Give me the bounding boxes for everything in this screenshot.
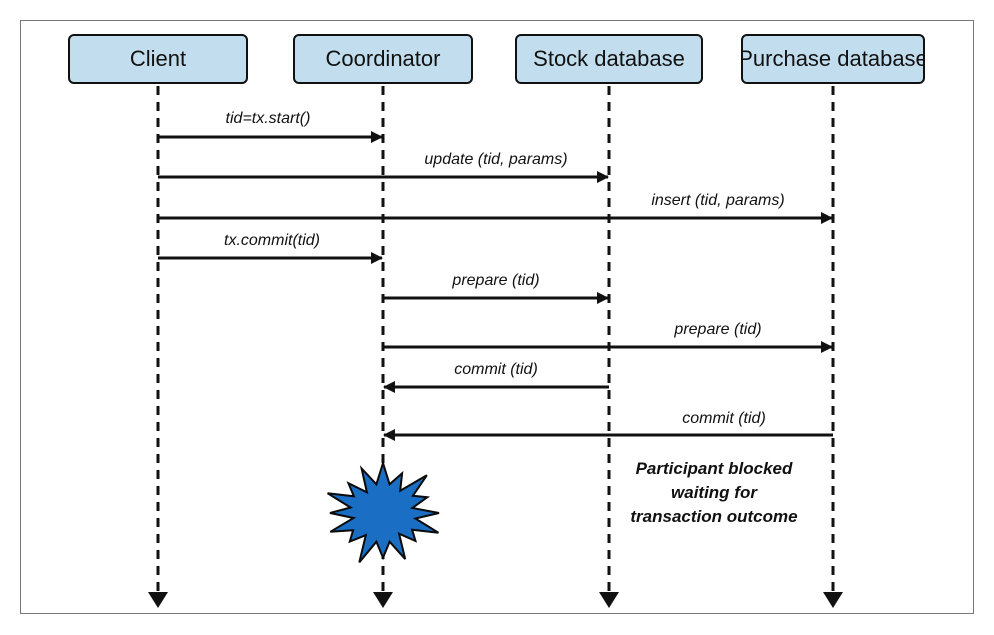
message-label: prepare (tid) [674,321,762,338]
note-line: Participant blocked [635,459,793,478]
message-label: tid=tx.start() [225,110,311,127]
message-label: prepare (tid) [452,272,540,289]
message-label: commit (tid) [682,410,766,427]
participant-coordinator: Coordinator [293,34,473,84]
participant-stock-database: Stock database [515,34,703,84]
lifeline-end-arrow [148,592,168,608]
blocked-participant-note: Participant blocked waiting for transact… [614,457,814,529]
note-line: waiting for [671,483,757,502]
starburst-crash-icon [327,459,440,563]
participant-client: Client [68,34,248,84]
message-label: commit (tid) [454,361,538,378]
message-label: tx.commit(tid) [224,232,320,249]
lifeline-end-arrow [373,592,393,608]
lifeline-end-arrow [599,592,619,608]
message-label: insert (tid, params) [651,192,785,209]
diagram-frame [20,20,974,614]
note-line: transaction outcome [630,507,798,526]
participant-purchase-database: Purchase database [741,34,925,84]
message-label: update (tid, params) [424,151,568,168]
lifeline-end-arrow [823,592,843,608]
